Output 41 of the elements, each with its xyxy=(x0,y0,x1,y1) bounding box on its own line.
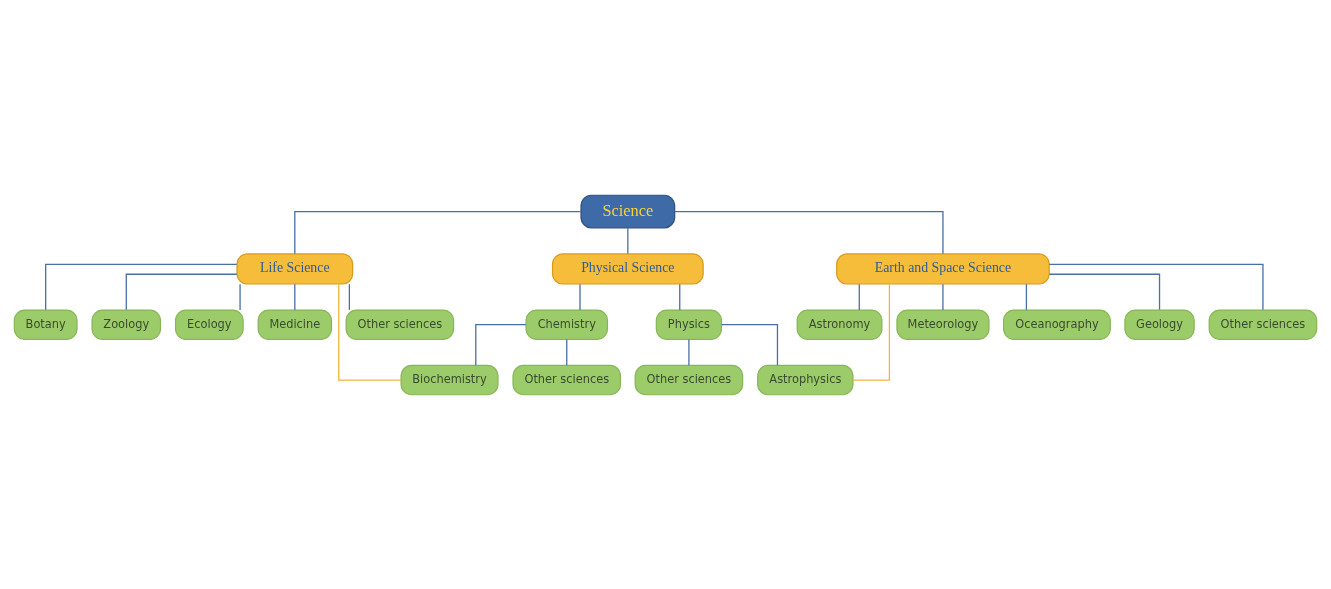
node-box: Meteorology xyxy=(896,308,990,340)
node-box: Zoology xyxy=(91,308,162,340)
connector xyxy=(579,283,581,311)
node-box: Biochemistry xyxy=(400,364,499,395)
connector xyxy=(852,283,891,381)
node-box: Physics xyxy=(655,308,723,340)
node-box: Medicine xyxy=(257,308,333,340)
connector xyxy=(679,283,681,311)
connector xyxy=(338,283,402,381)
connector xyxy=(688,338,690,366)
node-box: Other sciences xyxy=(512,364,622,395)
connector xyxy=(942,283,944,311)
connector xyxy=(858,283,860,311)
node-box: Other sciences xyxy=(345,308,455,340)
node-box: Chemistry xyxy=(525,308,609,340)
node-box: Life Science xyxy=(236,252,354,285)
connector xyxy=(475,323,527,366)
connector xyxy=(674,210,944,254)
node-box: Oceanography xyxy=(1003,308,1111,340)
node-box: Ecology xyxy=(174,308,244,340)
connector xyxy=(294,210,582,254)
connector xyxy=(348,283,351,311)
connector xyxy=(627,226,629,254)
node-box: Earth and Space Science xyxy=(836,252,1050,285)
node-box: Other sciences xyxy=(1208,308,1318,340)
node-box: Geology xyxy=(1124,308,1195,340)
connector xyxy=(125,273,238,310)
node-box: Astronomy xyxy=(796,308,883,340)
connector xyxy=(239,283,241,311)
node-box: Other sciences xyxy=(634,364,744,395)
connector xyxy=(1048,273,1161,310)
connector xyxy=(45,263,238,310)
connector xyxy=(721,323,779,366)
node-box: Science xyxy=(580,194,676,228)
node-box: Botany xyxy=(13,308,78,340)
node-box: Astrophysics xyxy=(757,364,854,395)
connector xyxy=(566,338,568,366)
node-box: Physical Science xyxy=(551,252,704,285)
connector xyxy=(1025,283,1028,311)
connector xyxy=(294,283,296,311)
connector xyxy=(1048,263,1264,310)
